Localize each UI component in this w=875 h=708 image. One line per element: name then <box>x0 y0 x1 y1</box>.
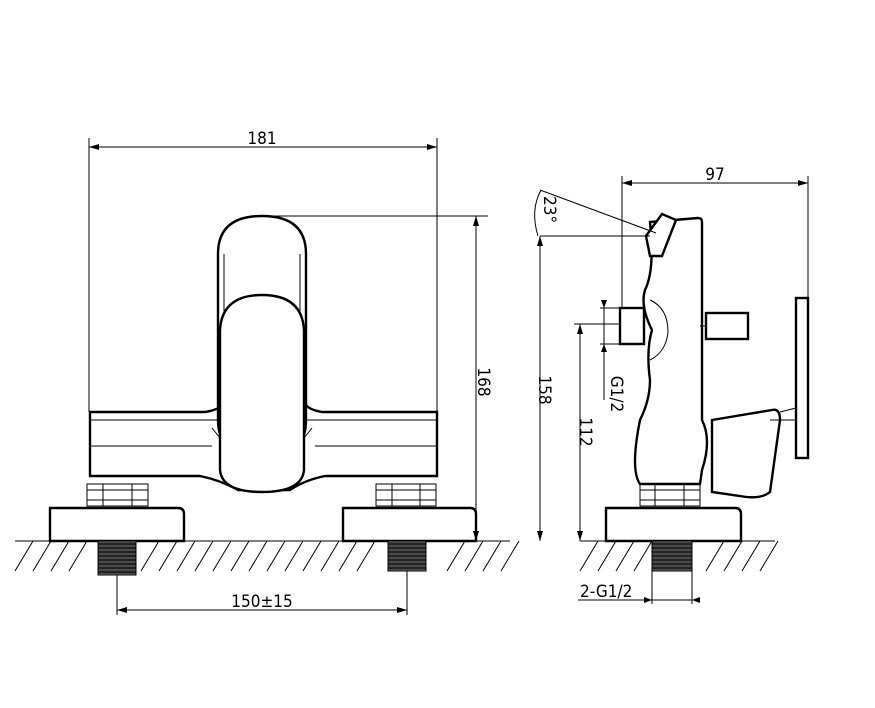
side-hex-nut <box>639 483 701 507</box>
left-hex-nut <box>86 483 149 507</box>
dim-width-181: 181 <box>88 129 438 412</box>
hatch-line <box>194 540 214 572</box>
hatch-line <box>302 540 322 572</box>
hatch-line <box>14 540 34 572</box>
left-base-plate <box>48 506 186 543</box>
dim-spacing-150: 150±15 <box>116 571 408 615</box>
side-lever-cap <box>644 212 678 258</box>
side-wall-bracket <box>710 408 782 499</box>
side-ground-hatch <box>579 540 779 572</box>
dim-label-23: 23° <box>539 196 559 223</box>
dim-inlet-thread: 2-G1/2 <box>578 571 700 604</box>
side-wall-plate <box>794 296 810 460</box>
hatch-line <box>50 540 70 572</box>
hatch-line <box>320 540 340 572</box>
front-ground <box>14 540 520 572</box>
dim-label-181: 181 <box>247 129 276 149</box>
hatch-line <box>266 540 286 572</box>
dim-label-168: 168 <box>473 367 493 396</box>
hatch-line <box>230 540 250 572</box>
hatch-line <box>615 540 635 572</box>
hatch-line <box>140 540 160 572</box>
hatch-line <box>284 540 304 572</box>
cartridge-cover <box>218 293 306 494</box>
right-hex-nut <box>375 483 437 507</box>
dim-depth-97: 97 <box>621 165 809 308</box>
front-view: 181 168 150±15 <box>14 129 520 615</box>
right-base-plate <box>341 506 478 543</box>
dim-label-g12-inlet: 2-G1/2 <box>580 582 632 602</box>
hatch-line <box>482 540 502 572</box>
hatch-line <box>633 540 653 572</box>
dim-height-112: 112 <box>574 323 620 541</box>
hatch-line <box>356 540 376 572</box>
hatch-line <box>759 540 779 572</box>
dim-label-158: 158 <box>534 375 554 404</box>
side-view: 97 23° 158 112 G1/2 <box>534 165 810 604</box>
dim-height-168: 168 <box>262 215 493 541</box>
dim-label-g12-outlet: G1/2 <box>606 376 626 412</box>
side-body <box>633 216 709 486</box>
side-outlet-spout <box>618 306 646 346</box>
hatch-line <box>446 540 466 572</box>
hatch-line <box>464 540 484 572</box>
side-base-plate <box>604 506 743 543</box>
side-rear-stub <box>704 311 750 341</box>
dim-label-112: 112 <box>575 417 595 446</box>
dim-label-97: 97 <box>705 165 724 185</box>
front-ground-hatch <box>14 540 520 572</box>
hatch-line <box>176 540 196 572</box>
side-thread-inlet <box>651 540 693 572</box>
dim-height-158: 158 <box>534 236 554 541</box>
hatch-line <box>597 540 617 572</box>
hatch-line <box>68 540 88 572</box>
hatch-line <box>500 540 520 572</box>
dim-angle-23: 23° <box>534 189 657 237</box>
hatch-line <box>158 540 178 572</box>
hatch-line <box>32 540 52 572</box>
dim-outlet-thread: G1/2 <box>600 300 626 412</box>
hatch-line <box>741 540 761 572</box>
dim-label-150: 150±15 <box>231 592 292 612</box>
hatch-line <box>579 540 599 572</box>
hatch-line <box>705 540 725 572</box>
hatch-line <box>212 540 232 572</box>
hatch-line <box>338 540 358 572</box>
right-thread-inlet <box>387 540 427 572</box>
hatch-line <box>248 540 268 572</box>
hatch-line <box>723 540 743 572</box>
left-thread-inlet <box>97 540 137 576</box>
